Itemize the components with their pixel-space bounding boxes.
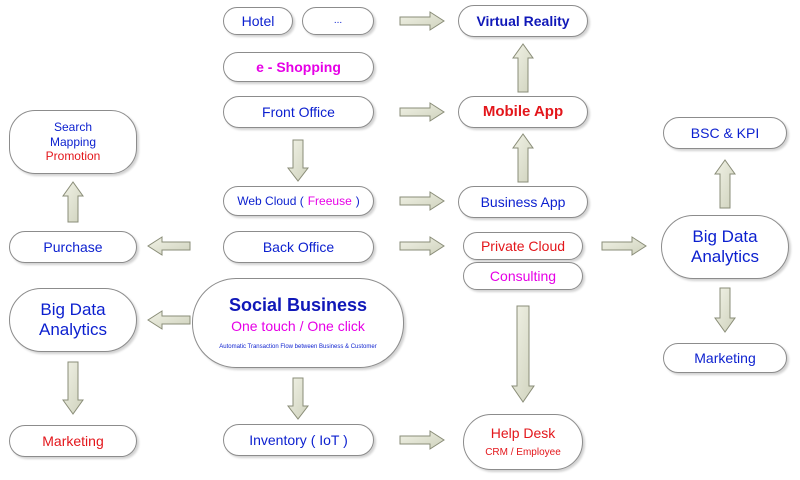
big-data-left-line1: Big Data — [40, 299, 106, 319]
social-business-node: Social Business One touch / One click Au… — [192, 278, 404, 368]
virtual-reality-label: Virtual Reality — [476, 12, 570, 29]
bsc-kpi-node: BSC & KPI — [663, 117, 787, 149]
promotion-label: Promotion — [45, 149, 101, 164]
arrow-webcloud-to-business — [399, 191, 445, 211]
front-office-node: Front Office — [223, 96, 374, 128]
mapping-label: Mapping — [49, 134, 97, 149]
arrow-mobile-to-vr — [512, 43, 534, 93]
automatic-flow-label: Automatic Transaction Flow between Busin… — [219, 344, 377, 351]
social-business-label: Social Business — [228, 294, 368, 315]
mobile-app-node: Mobile App — [458, 96, 588, 128]
private-cloud-label: Private Cloud — [480, 237, 566, 254]
front-office-label: Front Office — [262, 103, 335, 120]
back-office-label: Back Office — [262, 238, 335, 255]
purchase-node: Purchase — [9, 231, 137, 263]
business-app-label: Business App — [480, 193, 566, 210]
crm-employee-label: CRM / Employee — [485, 446, 561, 458]
big-data-right-line2: Analytics — [690, 247, 760, 266]
e-shopping-label: e - Shopping — [256, 58, 341, 75]
arrow-bigdata-left-to-marketing — [62, 361, 84, 415]
marketing-right-label: Marketing — [694, 349, 756, 366]
arrow-back-to-purchase — [147, 236, 191, 256]
virtual-reality-node: Virtual Reality — [458, 5, 588, 37]
web-cloud-node: Web Cloud ( Freeuse ) — [223, 186, 374, 216]
consulting-label: Consulting — [489, 267, 557, 284]
arrow-social-to-bigdata-left — [147, 310, 191, 330]
big-data-right-node: Big Data Analytics — [661, 215, 789, 279]
freeuse-label: Freeuse — [307, 193, 352, 208]
marketing-left-node: Marketing — [9, 425, 137, 457]
arrow-social-to-inventory — [286, 377, 310, 420]
arrow-back-to-private — [399, 236, 445, 256]
search-label: Search — [53, 120, 93, 135]
arrow-bigdata-to-bsc — [714, 159, 736, 209]
arrow-business-to-mobile — [512, 133, 534, 183]
arrow-front-to-mobile — [399, 102, 445, 122]
big-data-left-node: Big Data Analytics — [9, 288, 137, 352]
web-cloud-close-label: ) — [355, 193, 360, 208]
hotel-node: Hotel — [223, 7, 293, 35]
purchase-label: Purchase — [43, 238, 103, 255]
arrow-dots-to-vr — [399, 11, 445, 31]
arrow-front-to-webcloud — [286, 139, 310, 182]
consulting-node: Consulting — [463, 262, 583, 290]
arrow-bigdata-to-marketing-right — [714, 287, 736, 333]
bsc-kpi-label: BSC & KPI — [690, 124, 760, 141]
ellipsis-node: ... — [302, 7, 374, 35]
business-app-node: Business App — [458, 186, 588, 218]
arrow-consulting-to-helpdesk — [511, 305, 535, 403]
hotel-label: Hotel — [241, 12, 275, 29]
big-data-left-line2: Analytics — [38, 320, 108, 339]
inventory-node: Inventory ( IoT ) — [223, 424, 374, 456]
help-desk-label: Help Desk — [490, 425, 556, 442]
marketing-right-node: Marketing — [663, 343, 787, 373]
inventory-label: Inventory ( IoT ) — [249, 431, 348, 448]
private-cloud-node: Private Cloud — [463, 232, 583, 260]
arrow-private-to-bigdata — [601, 236, 647, 256]
back-office-node: Back Office — [223, 231, 374, 263]
mobile-app-label: Mobile App — [482, 103, 564, 120]
marketing-left-label: Marketing — [42, 432, 104, 449]
one-touch-label: One touch / One click — [231, 318, 365, 335]
ellipsis-label: ... — [333, 15, 343, 26]
arrow-purchase-to-search — [62, 181, 84, 223]
help-desk-node: Help Desk CRM / Employee — [463, 414, 583, 470]
web-cloud-label: Web Cloud ( — [237, 193, 304, 208]
search-mapping-promotion-node: Search Mapping Promotion — [9, 110, 137, 174]
e-shopping-node: e - Shopping — [223, 52, 374, 82]
arrow-inventory-to-helpdesk — [399, 430, 445, 450]
big-data-right-line1: Big Data — [692, 226, 758, 246]
